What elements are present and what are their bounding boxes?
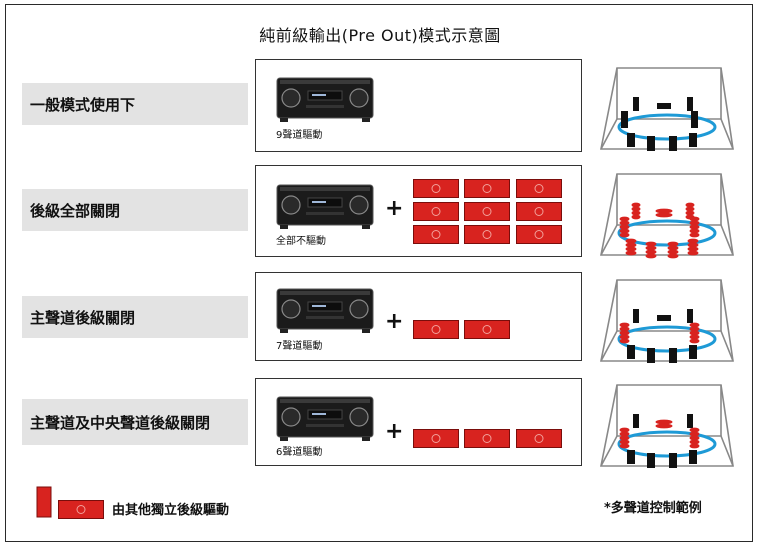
speaker-hr — [687, 414, 693, 428]
row-caption: 9聲道驅動 — [276, 130, 323, 141]
speaker-sl — [627, 345, 635, 359]
row-label-normal: 一般模式使用下 — [22, 83, 248, 125]
tower-speaker-legend-icon — [36, 486, 52, 518]
speaker-c-ext-amp — [655, 419, 673, 429]
power-amp-icon — [464, 179, 510, 198]
plus-sign: + — [385, 196, 404, 221]
speaker-bl-ext-amp — [645, 241, 657, 259]
power-amp-icon — [464, 320, 510, 339]
speaker-c — [657, 315, 671, 321]
row-box-all-amps-off: 全部不驅動 + — [255, 165, 582, 257]
speaker-sr — [689, 450, 697, 464]
plus-sign: + — [385, 419, 404, 444]
row-label-main-amps-off: 主聲道後級關閉 — [22, 296, 248, 338]
plus-sign: + — [385, 309, 404, 334]
power-amp-icon — [464, 429, 510, 448]
row-caption: 全部不驅動 — [276, 236, 326, 247]
power-amp-icon — [516, 225, 562, 244]
speaker-br-ext-amp — [667, 241, 679, 259]
speaker-hl — [633, 414, 639, 428]
speaker-fr — [691, 111, 698, 128]
power-amp-icon — [413, 179, 459, 198]
speaker-fl-ext-amp — [619, 322, 630, 344]
speaker-br — [669, 453, 677, 468]
speaker-hr — [687, 97, 693, 111]
speaker-c-ext-amp — [655, 208, 673, 218]
diagram-title: 純前級輸出(Pre Out)模式示意圖 — [259, 26, 501, 45]
speaker-layout-main-center-amps-off — [600, 384, 734, 468]
speaker-fr-ext-amp — [689, 322, 700, 344]
speaker-hr — [687, 309, 693, 323]
speaker-sl-ext-amp — [625, 238, 637, 256]
power-amp-icon — [464, 225, 510, 244]
av-receiver-image — [276, 184, 374, 229]
row-box-normal: 9聲道驅動 — [255, 59, 582, 152]
row-box-main-center-amps-off: 6聲道驅動 + — [255, 378, 582, 466]
speaker-hl-ext-amp — [631, 202, 641, 220]
speaker-br — [669, 348, 677, 363]
footnote: *多聲道控制範例 — [604, 501, 702, 516]
power-amp-icon — [413, 225, 459, 244]
speaker-bl — [647, 348, 655, 363]
av-receiver-image — [276, 288, 374, 333]
speaker-br — [669, 136, 677, 151]
row-caption: 6聲道驅動 — [276, 447, 323, 458]
power-amp-legend-icon — [58, 500, 104, 519]
speaker-bl — [647, 453, 655, 468]
row-caption: 7聲道驅動 — [276, 341, 323, 352]
speaker-layout-main-amps-off — [600, 279, 734, 363]
av-receiver-image — [276, 77, 374, 122]
row-label-all-amps-off: 後級全部關閉 — [22, 189, 248, 231]
legend-text: 由其他獨立後級驅動 — [112, 503, 230, 518]
diagram-frame — [5, 4, 753, 542]
speaker-hl — [633, 97, 639, 111]
speaker-fl — [621, 111, 628, 128]
speaker-fr-ext-amp — [689, 216, 700, 238]
speaker-hr-ext-amp — [685, 202, 695, 220]
speaker-bl — [647, 136, 655, 151]
speaker-sr-ext-amp — [687, 238, 699, 256]
speaker-layout-normal — [600, 67, 734, 151]
speaker-hl — [633, 309, 639, 323]
speaker-fr-ext-amp — [689, 427, 700, 449]
power-amp-icon — [516, 429, 562, 448]
speaker-fl-ext-amp — [619, 427, 630, 449]
speaker-c — [657, 103, 671, 109]
speaker-layout-all-amps-off — [600, 173, 734, 259]
speaker-sr — [689, 133, 697, 147]
speaker-sl — [627, 450, 635, 464]
power-amp-icon — [413, 320, 459, 339]
power-amp-icon — [413, 429, 459, 448]
power-amp-icon — [516, 179, 562, 198]
av-receiver-image — [276, 396, 374, 441]
power-amp-icon — [464, 202, 510, 221]
power-amp-icon — [413, 202, 459, 221]
speaker-sl — [627, 133, 635, 147]
speaker-sr — [689, 345, 697, 359]
row-box-main-amps-off: 7聲道驅動 + — [255, 272, 582, 361]
speaker-fl-ext-amp — [619, 216, 630, 238]
row-label-main-center-amps-off: 主聲道及中央聲道後級關閉 — [22, 399, 248, 445]
power-amp-icon — [516, 202, 562, 221]
